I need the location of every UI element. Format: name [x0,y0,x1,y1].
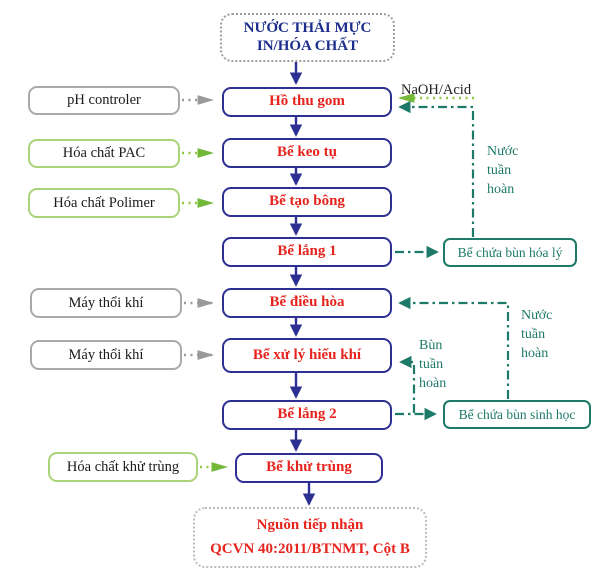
label-bun-tuan-hoan: Bùn tuần hoàn [419,338,447,391]
process-label: Bể khử trùng [266,459,352,476]
sludge-box-sinh-hoc: Bể chứa bùn sinh học [443,400,591,429]
input-label: Máy thổi khí [68,294,144,311]
input-label: pH controler [67,92,141,109]
input-label: Máy thổi khí [68,346,144,363]
outlet-line1: Nguồn tiếp nhận [256,517,364,534]
input-label: Hóa chất PAC [62,145,146,162]
label-nuoc-tuan-hoan-2: Nước tuần hoàn [521,308,553,361]
input-label: Hóa chất Polimer [53,194,155,211]
outlet-line2: QCVN 40:2011/BTNMT, Cột B [210,540,410,557]
input-box-hoa-chat-polimer: Hóa chất Polimer [28,188,180,218]
process-label: Bể lắng 1 [277,243,337,260]
process-label: Bể lắng 2 [277,406,337,423]
source-line1: NƯỚC THẢI MỰC [243,20,372,37]
source-line2: IN/HÓA CHẤT [256,37,359,54]
line-water-return-1 [398,100,475,237]
recirculation-lines [395,100,510,421]
sludge-label: Bể chứa bùn hóa lý [457,244,563,260]
process-box-be-tao-bong: Bể tạo bông [222,187,392,217]
process-box-be-lang-2: Bể lắng 2 [222,400,392,430]
label-naoh-acid: NaOH/Acid [401,82,472,98]
process-label: Hồ thu gom [269,93,345,110]
source-box: NƯỚC THẢI MỰC IN/HÓA CHẤT [220,13,395,62]
process-label: Bể điều hòa [269,294,345,311]
input-label: Hóa chất khử trùng [66,458,180,475]
input-box-may-thoi-khi-2: Máy thổi khí [30,340,182,370]
process-box-be-dieu-hoa: Bể điều hòa [222,288,392,318]
process-box-be-lang-1: Bể lắng 1 [222,237,392,267]
equipment-arrows [182,95,215,360]
process-box-be-keo-tu: Bể keo tụ [222,138,392,168]
process-label: Bể keo tụ [277,144,337,161]
process-label: Bể xử lý hiếu khí [252,346,362,363]
input-box-may-thoi-khi-1: Máy thổi khí [30,288,182,318]
main-flow-arrows [289,62,316,506]
input-box-hoa-chat-pac: Hóa chất PAC [28,139,180,168]
label-nuoc-tuan-hoan-1: Nước tuần hoàn [487,144,519,197]
process-box-ho-thu-gom: Hồ thu gom [222,87,392,117]
input-box-hoa-chat-khu-trung: Hóa chất khử trùng [48,452,198,482]
process-box-be-xu-ly-hieu-khi: Bể xử lý hiếu khí [222,338,392,373]
input-box-ph-controler: pH controler [28,86,180,115]
outlet-box: Nguồn tiếp nhận QCVN 40:2011/BTNMT, Cột … [193,507,427,568]
process-label: Bể tạo bông [269,193,345,210]
chemical-arrows [182,93,474,472]
sludge-label: Bể chứa bùn sinh học [458,406,576,422]
line-sludge-return [399,355,416,413]
sludge-box-hoa-ly: Bể chứa bùn hóa lý [443,238,577,267]
process-box-be-khu-trung: Bể khử trùng [235,453,383,483]
